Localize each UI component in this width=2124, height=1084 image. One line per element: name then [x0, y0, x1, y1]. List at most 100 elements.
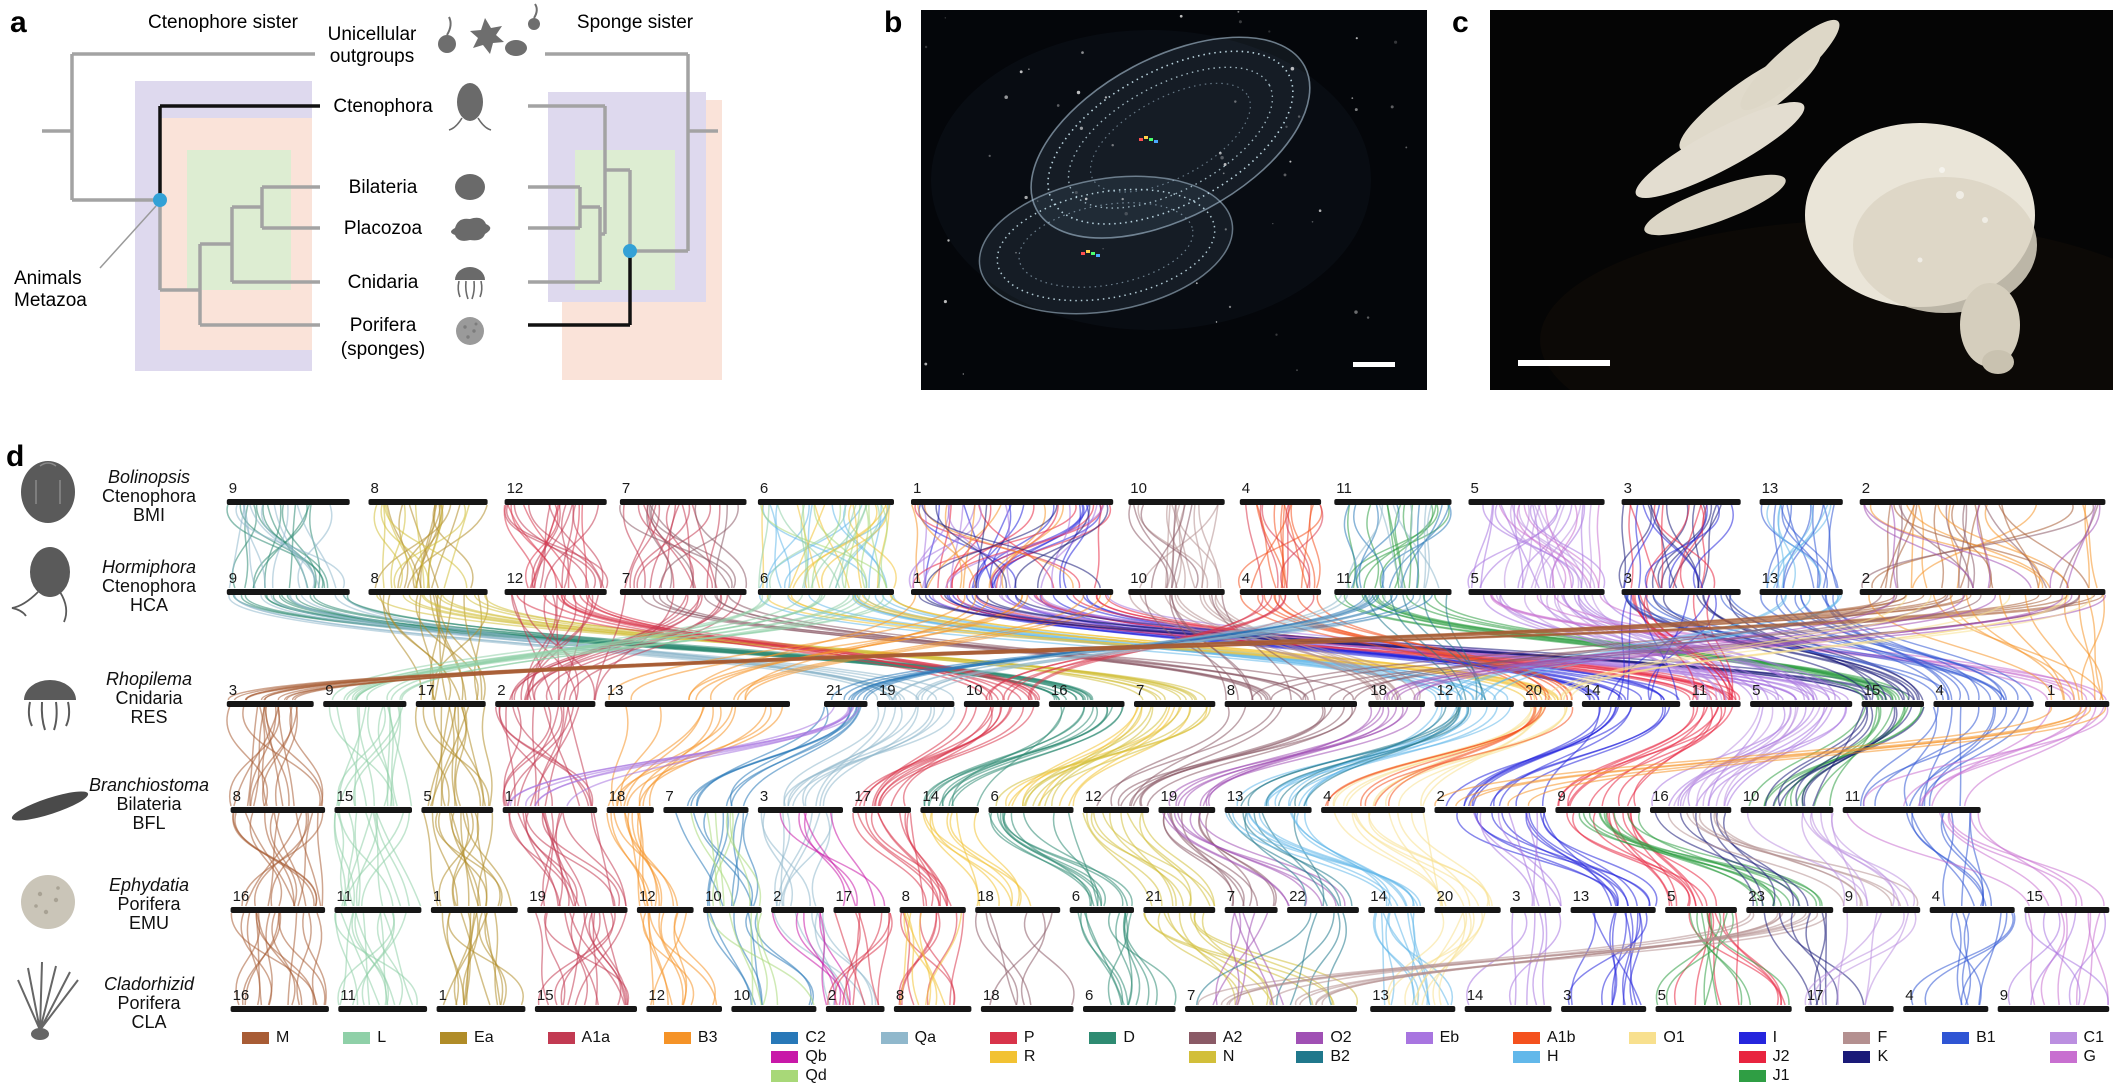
synteny-ribbon-strand: [1388, 504, 1450, 589]
chromosome-number: 20: [1437, 888, 1454, 905]
synteny-ribbon-strand: [1415, 504, 1421, 589]
synteny-ribbon-strand: [432, 594, 448, 701]
synteny-ribbon-strand: [1694, 912, 1711, 1006]
synteny-ribbon-strand: [703, 594, 1263, 701]
legend-swatch: [2049, 1051, 2077, 1063]
synteny-ribbon-strand: [642, 706, 737, 807]
synteny-ribbon-strand: [760, 812, 811, 907]
chromosome-bar: [1083, 1006, 1176, 1012]
synteny-ribbon-strand: [509, 594, 702, 701]
synteny-ribbon-strand: [309, 504, 321, 589]
metazoa-label: Metazoa: [14, 290, 87, 311]
synteny-ribbon-strand: [1375, 594, 1880, 701]
synteny-ribbon-strand: [1001, 594, 1815, 701]
synteny-ribbon-strand: [1911, 504, 2038, 589]
synteny-ribbon-strand: [1002, 812, 1107, 907]
synteny-ribbon-strand: [412, 504, 444, 589]
synteny-ribbon-strand: [1082, 594, 1596, 701]
synteny-ribbon-strand: [1868, 594, 2053, 701]
synteny-ribbon-strand: [1181, 812, 1234, 907]
synteny-ribbon-strand: [861, 594, 1527, 701]
synteny-ribbon-strand: [388, 706, 413, 807]
synteny-ribbon-strand: [1326, 706, 1543, 807]
synteny-ribbon-strand: [555, 812, 564, 907]
synteny-ribbon-strand: [1007, 594, 1273, 701]
iridescent-specks: [1081, 136, 1158, 257]
synteny-ribbon-strand: [1178, 912, 1236, 1006]
chromosome-bar: [852, 807, 911, 813]
synteny-ribbon-strand: [1805, 912, 1822, 1006]
synteny-ribbon-strand: [1280, 504, 1286, 589]
synteny-ribbon-strand: [1963, 912, 1972, 1006]
synteny-ribbon-strand: [1002, 812, 1133, 907]
chromosome-number: 3: [229, 682, 237, 699]
synteny-ribbon-strand: [956, 594, 1691, 701]
synteny-ribbon-strand: [1353, 504, 1385, 589]
synteny-ribbon-strand: [1280, 504, 1324, 589]
synteny-ribbon-strand: [244, 504, 249, 589]
taxon-ctenophora: Ctenophora: [333, 96, 433, 117]
synteny-ribbon-strand: [695, 594, 1024, 701]
synteny-ribbon-strand: [1264, 706, 1488, 807]
sponge-finger-4: [1644, 174, 1786, 236]
synteny-ribbon-strand: [376, 812, 422, 907]
synteny-ribbon-strand: [852, 594, 1559, 701]
synteny-ribbon-strand: [567, 504, 580, 589]
synteny-ribbon-strand: [1562, 594, 1769, 701]
synteny-ribbon-strand: [232, 812, 315, 907]
sparkle: [1222, 172, 1225, 175]
synteny-ribbon-strand: [1920, 706, 2083, 807]
chromosome-number: 7: [1187, 987, 1195, 1004]
synteny-ribbon-strand: [1570, 594, 2065, 701]
synteny-ribbon-strand: [1803, 706, 1896, 807]
synteny-ribbon-strand: [890, 706, 992, 807]
synteny-ribbon-strand: [923, 812, 1032, 907]
synteny-ribbon-strand: [778, 812, 821, 907]
parahoxozoa-box-right: [575, 150, 675, 290]
synteny-ribbon-strand: [1820, 812, 1868, 907]
synteny-ribbon-strand: [1580, 504, 1584, 589]
synteny-ribbon-strand: [1183, 706, 1397, 807]
synteny-ribbon-strand: [647, 912, 669, 1006]
chromosome-number: 6: [991, 788, 999, 805]
synteny-ribbon-strand: [511, 594, 689, 701]
synteny-ribbon-strand: [1599, 594, 2097, 701]
bilateria-icon: [455, 174, 485, 200]
synteny-ribbon-strand: [1928, 706, 1996, 807]
synteny-ribbon-strand: [1777, 504, 1814, 589]
synteny-ribbon-strand: [1269, 912, 1754, 1006]
synteny-ribbon-strand: [1869, 504, 2044, 589]
synteny-ribbon-strand: [1977, 812, 2063, 907]
synteny-ribbon-strand: [991, 504, 1085, 589]
synteny-ribbon-strand: [406, 504, 488, 589]
synteny-ribbon-strand: [854, 594, 1475, 701]
sponge-stem: [1960, 283, 2020, 367]
synteny-ribbon-strand: [638, 706, 767, 807]
chromosome-number: 8: [371, 480, 379, 497]
synteny-ribbon-strand: [1703, 912, 1728, 1006]
synteny-ribbon-strand: [541, 812, 575, 907]
legend-label: O2: [1330, 1029, 1352, 1046]
synteny-ribbon-strand: [681, 504, 697, 589]
synteny-ribbon-strand: [296, 912, 312, 1006]
synteny-ribbon-strand: [925, 594, 1884, 701]
synteny-ribbon-strand: [1205, 812, 1253, 907]
synteny-ribbon-strand: [365, 812, 402, 907]
chromosome-number: 9: [229, 570, 237, 587]
chromosome-bar: [771, 907, 824, 913]
synteny-ribbon-strand: [503, 706, 522, 807]
synteny-ribbon-strand: [989, 912, 1053, 1006]
synteny-ribbon-strand: [570, 912, 589, 1006]
synteny-ribbon-strand: [494, 912, 499, 1006]
synteny-ribbon-strand: [831, 504, 888, 589]
synteny-ribbon-strand: [994, 504, 1102, 589]
synteny-ribbon-strand: [787, 594, 1549, 701]
synteny-ribbon-strand: [463, 594, 483, 701]
synteny-ribbon-strand: [1110, 706, 1230, 807]
synteny-ribbon-strand: [730, 812, 745, 907]
synteny-ribbon-strand: [912, 504, 950, 589]
synteny-ribbon-strand: [1277, 706, 1447, 807]
synteny-ribbon-strand: [1651, 706, 1792, 807]
synteny-ribbon-strand: [857, 912, 880, 1006]
synteny-ribbon-strand: [858, 706, 1013, 807]
